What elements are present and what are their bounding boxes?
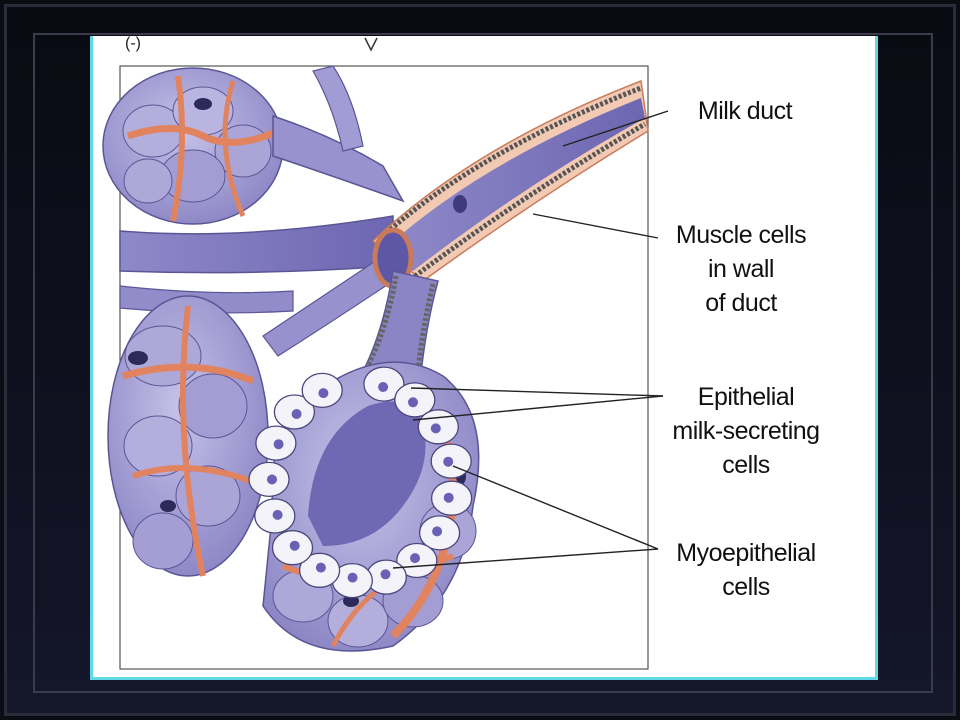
mammary-alveolus-illustration: (-) xyxy=(102,36,669,670)
label-muscle-cells-line-3: of duct xyxy=(705,289,777,317)
pointer-lines xyxy=(392,110,669,569)
label-epithelial-line-3: cells xyxy=(722,451,770,479)
slide: (-) xyxy=(90,36,878,680)
label-epithelial-cells: Epithelial milk-secreting cells xyxy=(661,380,831,482)
lobule-top-left xyxy=(102,67,284,225)
cell-nucleus xyxy=(443,456,454,467)
cell-nucleus xyxy=(272,509,283,520)
label-epithelial-line-2: milk-secreting xyxy=(672,417,820,445)
inner-frame xyxy=(33,33,933,693)
cell-nucleus xyxy=(378,382,389,392)
cell-nucleus xyxy=(432,526,443,537)
cell-nucleus xyxy=(410,553,420,564)
cell-nucleus xyxy=(430,423,441,434)
cell-nucleus xyxy=(273,439,284,450)
panel-mark: (-) xyxy=(125,36,141,52)
label-myoepithelial-line-1: Myoepithelial xyxy=(676,539,816,567)
label-milk-duct-text: Milk duct xyxy=(697,97,793,125)
cell-nucleus xyxy=(380,569,391,580)
label-myoepithelial-cells: Myoepithelial cells xyxy=(661,536,831,604)
cell-nucleus xyxy=(315,562,326,573)
cell-nucleus xyxy=(408,397,418,408)
label-milk-duct: Milk duct xyxy=(675,94,815,128)
cell-nucleus xyxy=(267,474,277,485)
lobule-left-lower xyxy=(107,295,269,577)
label-muscle-cells-line-1: Muscle cells xyxy=(675,221,807,249)
cell-nucleus xyxy=(443,492,454,503)
label-muscle-cells: Muscle cells in wall of duct xyxy=(661,218,821,320)
milk-duct xyxy=(371,79,649,289)
cell-nucleus xyxy=(289,540,300,551)
label-epithelial-line-1: Epithelial xyxy=(697,383,795,411)
label-myoepithelial-line-2: cells xyxy=(722,573,770,601)
cell-nucleus xyxy=(347,572,358,583)
label-muscle-cells-line-2: in wall xyxy=(708,255,774,283)
cell-nucleus xyxy=(291,409,302,419)
cell-nucleus xyxy=(318,388,329,399)
